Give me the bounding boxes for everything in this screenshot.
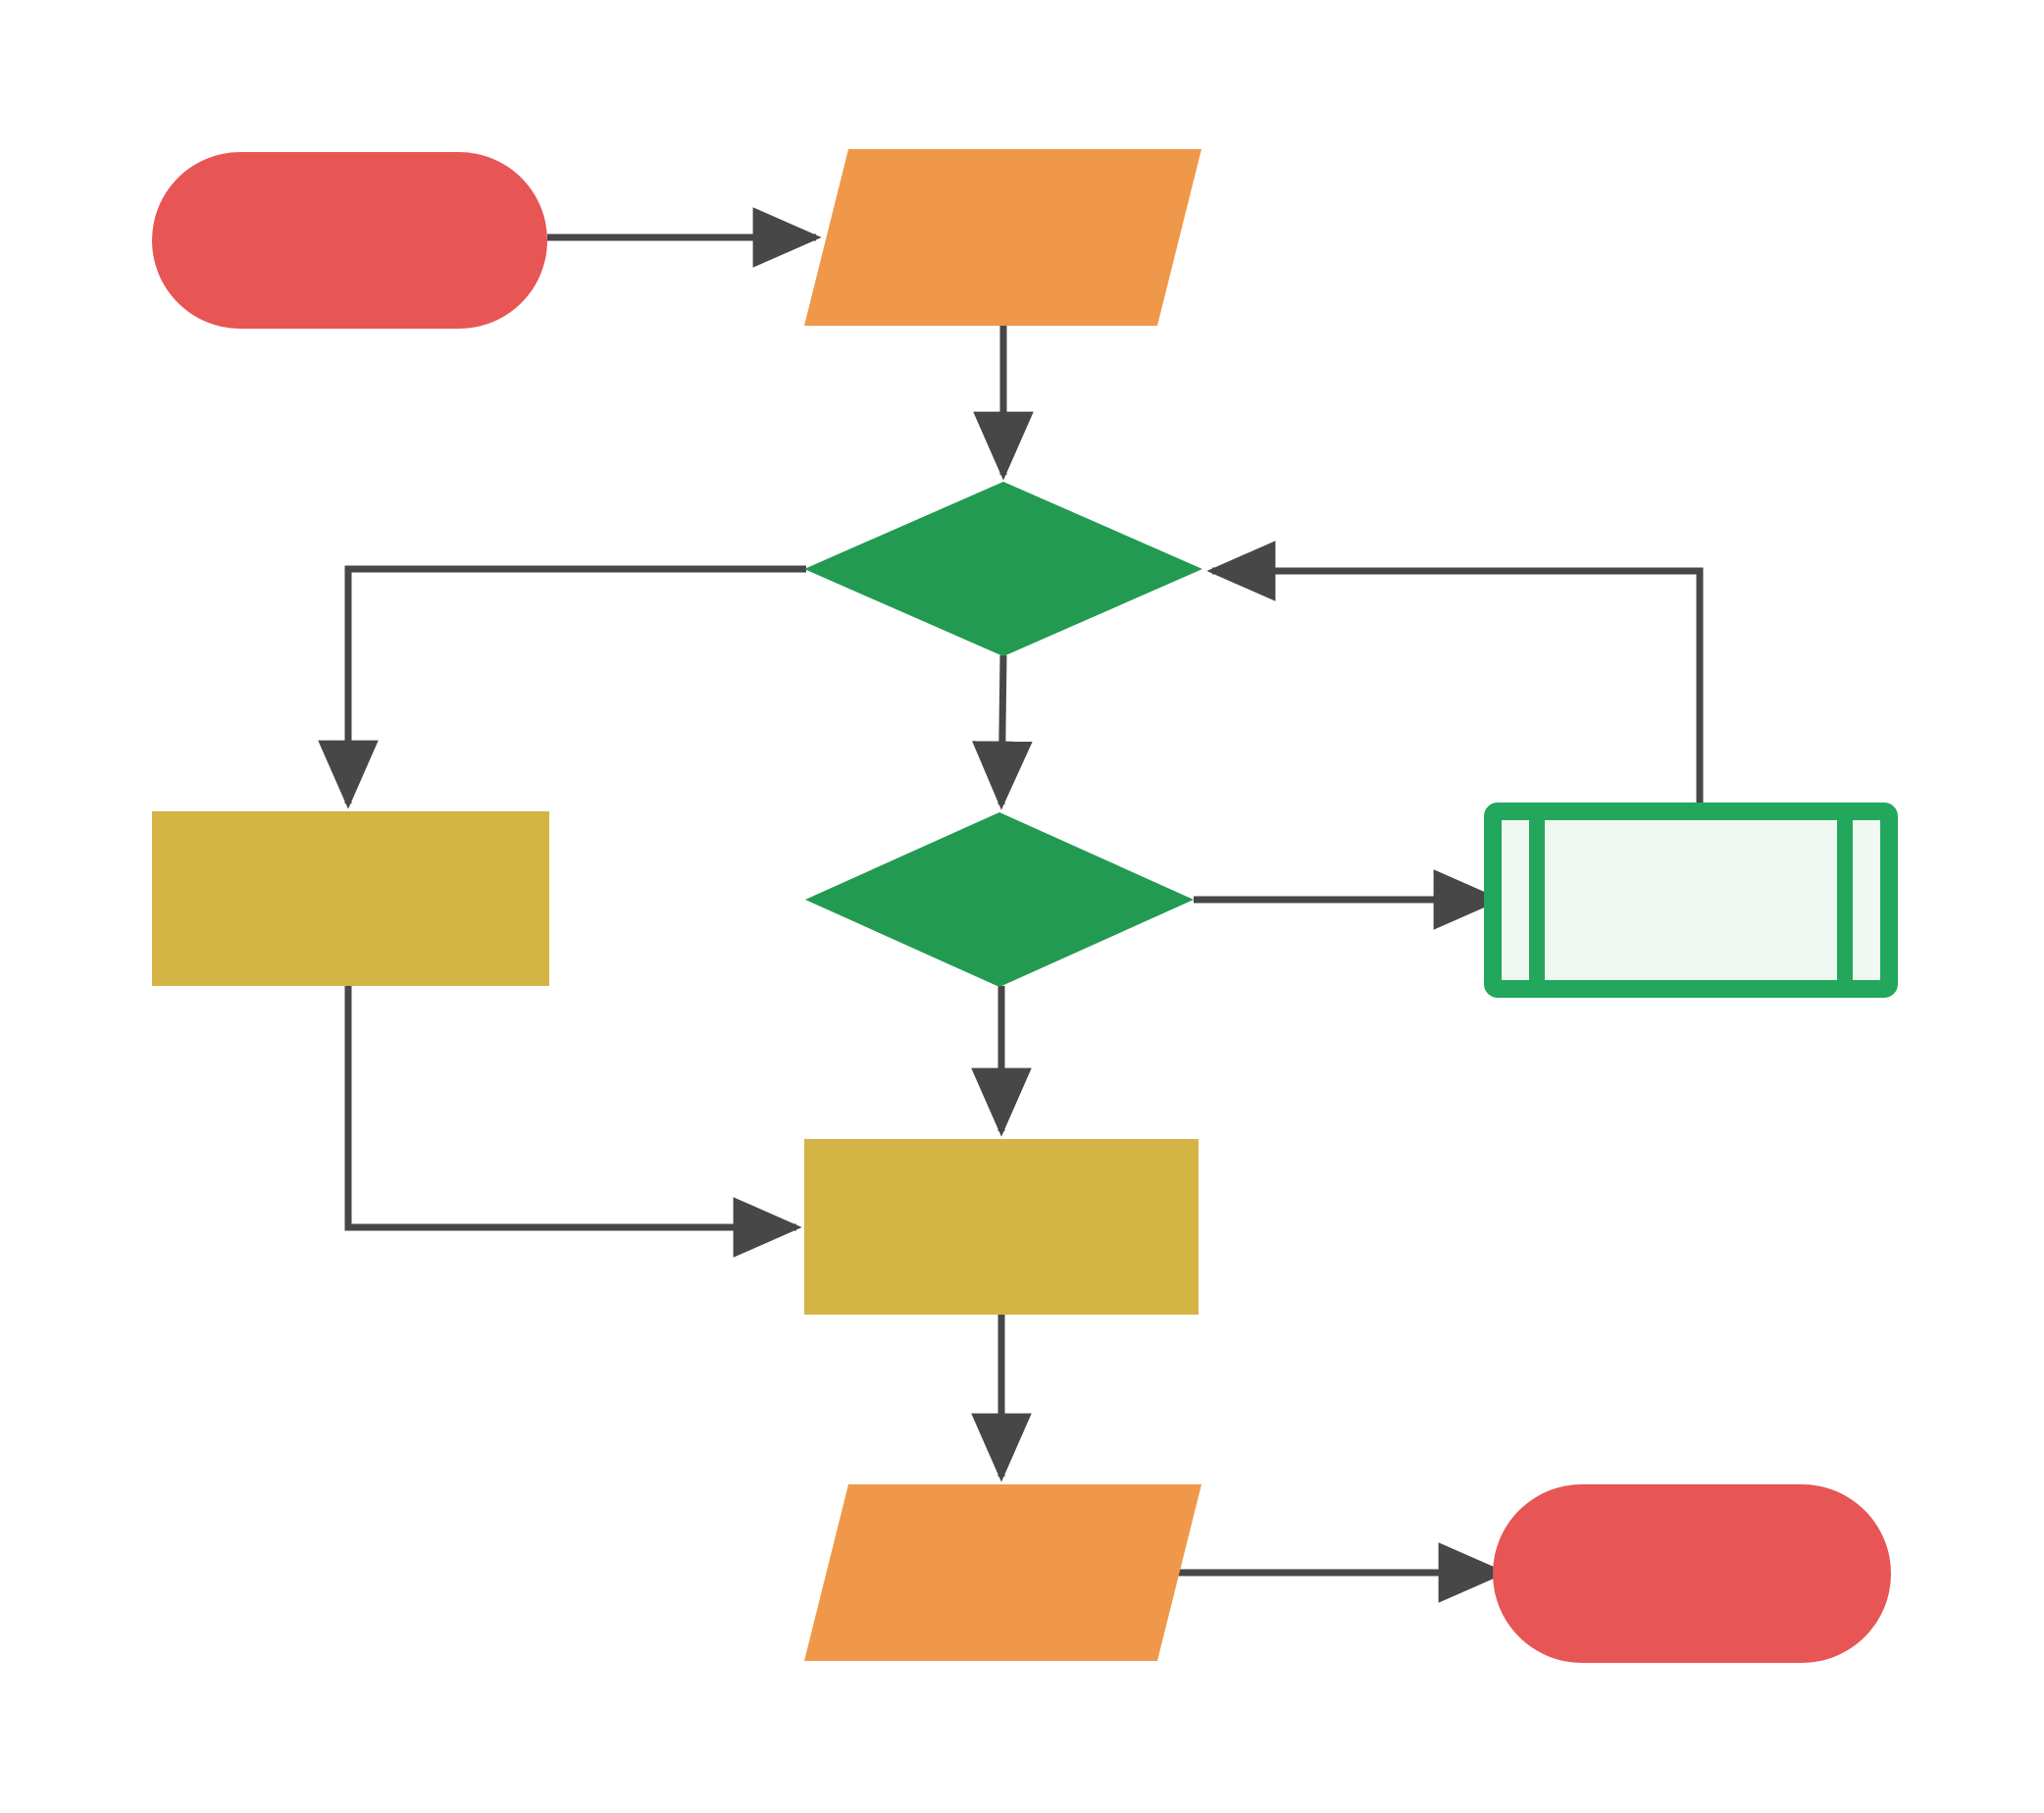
node-process-main[interactable] [804, 1139, 1199, 1315]
node-layer [152, 149, 1898, 1663]
process-main-rect-shape[interactable] [804, 1139, 1199, 1315]
connector-layer [318, 207, 1704, 1603]
output-parallelogram-shape[interactable] [804, 1484, 1201, 1661]
node-decision-2[interactable] [805, 812, 1194, 987]
node-output[interactable] [804, 1484, 1201, 1661]
end-terminator-shape[interactable] [1493, 1484, 1891, 1663]
edge-process-left-to-process-main [344, 986, 802, 1258]
node-process-left[interactable] [152, 811, 549, 986]
decision-1-diamond-shape[interactable] [804, 482, 1202, 656]
decision-2-diamond-shape[interactable] [805, 812, 1194, 987]
edge-subroutine-to-decision-1 [1206, 541, 1704, 807]
start-terminator-shape[interactable] [152, 152, 547, 329]
node-end[interactable] [1493, 1484, 1891, 1663]
process-left-rect-shape[interactable] [152, 811, 549, 986]
edge-decision-1-to-decision-2 [972, 654, 1033, 810]
node-input[interactable] [804, 149, 1201, 326]
subroutine-outer-shape[interactable] [1484, 803, 1898, 998]
node-subroutine[interactable] [1484, 803, 1898, 998]
edge-decision-1-to-process-left [318, 565, 806, 809]
node-decision-1[interactable] [804, 482, 1202, 656]
input-parallelogram-shape[interactable] [804, 149, 1201, 326]
node-start[interactable] [152, 152, 547, 329]
